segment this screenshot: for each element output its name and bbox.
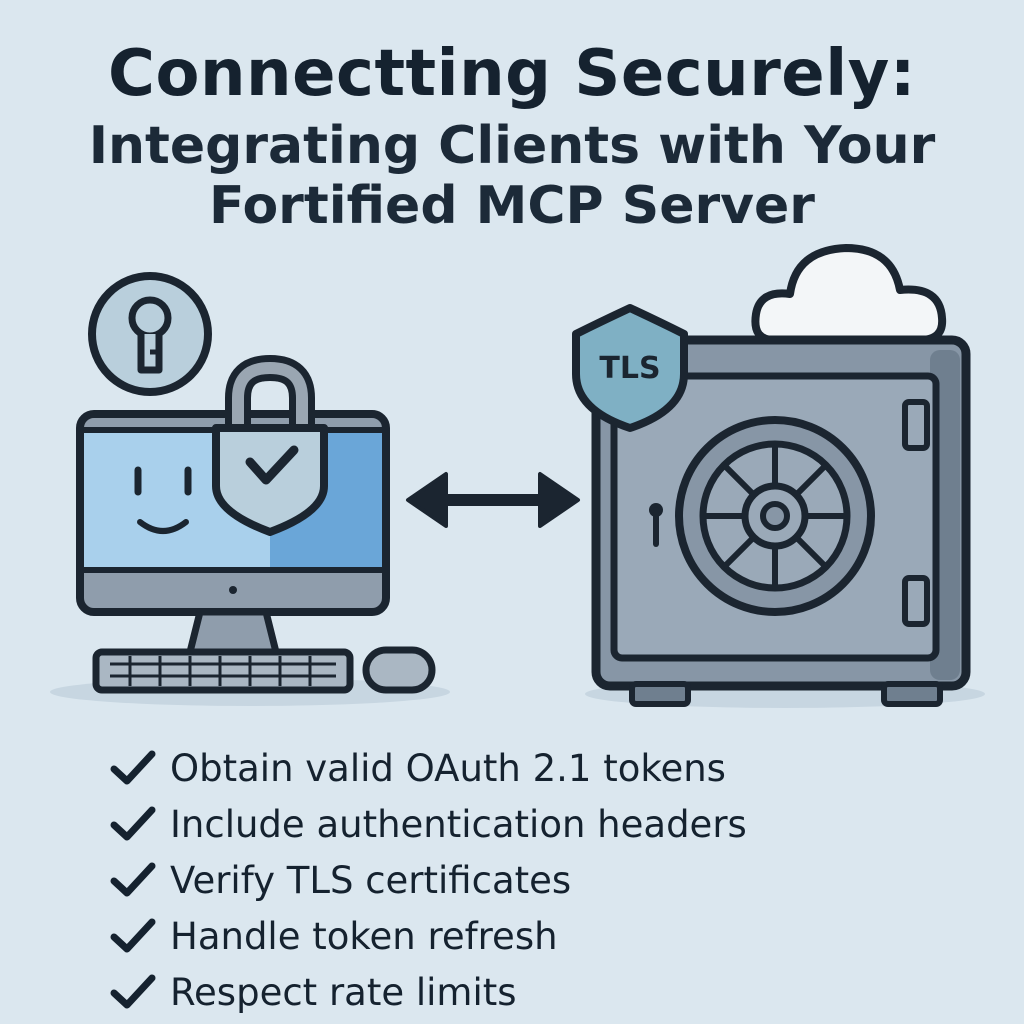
checklist-item-text: Include authentication headers [170, 802, 747, 846]
title-heading: Connectting Securely: [108, 37, 916, 111]
keyhole-icon [88, 272, 212, 396]
checklist-item: Handle token refresh [108, 908, 988, 964]
checklist-item-text: Obtain valid OAuth 2.1 tokens [170, 746, 726, 790]
check-icon [110, 918, 156, 953]
check-icon [110, 862, 156, 897]
vault-safe-icon [591, 335, 971, 707]
cloud-icon [751, 244, 947, 344]
checklist-item: Obtain valid OAuth 2.1 tokens [108, 740, 988, 796]
title-block: Connectting Securely: Integrating Client… [0, 32, 1024, 236]
tls-label: TLS [599, 351, 660, 386]
tls-shield-icon: TLS [572, 304, 688, 432]
checklist-item-text: Verify TLS certificates [170, 858, 572, 902]
subtitle-line-2: Fortified MCP Server [209, 176, 815, 236]
check-icon [110, 750, 156, 785]
checklist-item-text: Respect rate limits [170, 970, 517, 1014]
client-server-illustration: TLS [50, 244, 985, 708]
padlock-icon [225, 354, 315, 441]
check-icon [110, 974, 156, 1009]
checklist-item: Include authentication headers [108, 796, 988, 852]
check-icon [110, 806, 156, 841]
subtitle-line-1: Integrating Clients with Your [88, 116, 936, 176]
shield-check-icon [212, 424, 328, 536]
checklist-item-text: Handle token refresh [170, 914, 558, 958]
checklist-item: Verify TLS certificates [108, 852, 988, 908]
checklist: Obtain valid OAuth 2.1 tokens Include au… [108, 740, 988, 1020]
double-arrow-icon [406, 472, 580, 528]
checklist-item: Respect rate limits [108, 964, 988, 1020]
